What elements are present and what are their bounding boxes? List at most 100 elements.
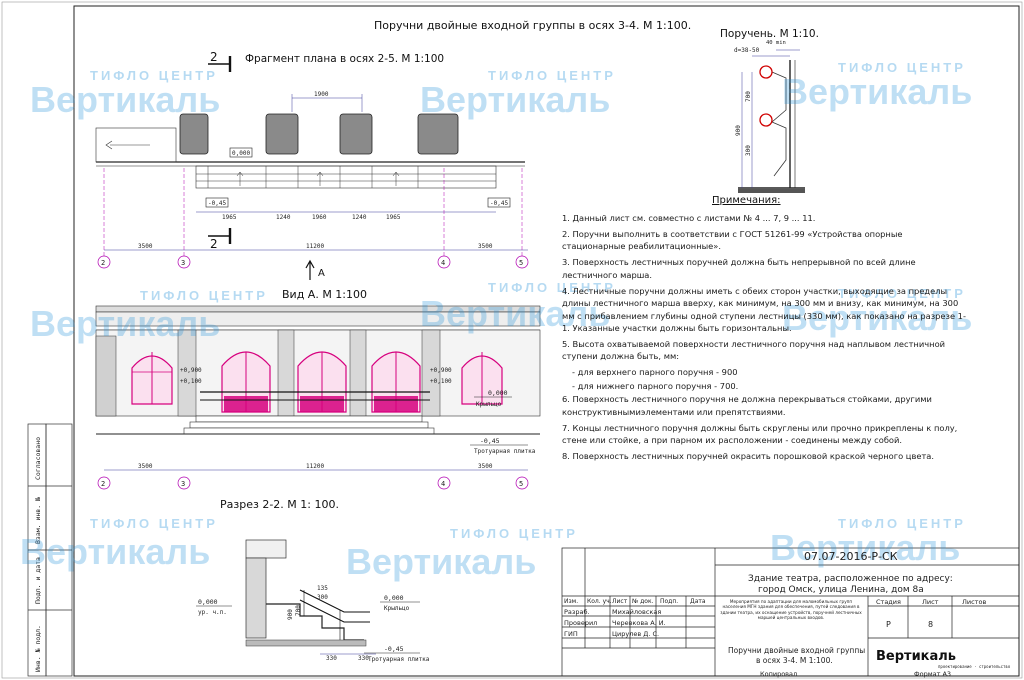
note-5: 5. Высота охватываемой поверхности лестн…	[562, 339, 946, 362]
notes-title: Примечания:	[712, 195, 781, 206]
strip-inv: Инв. № подл.	[34, 625, 42, 672]
plan-level-minus-left: -0,45	[208, 200, 226, 207]
stamp-stage-label: Стадия	[876, 598, 901, 606]
facade-ground-level: -0,45	[480, 437, 500, 445]
stamp-stage: Р	[886, 620, 891, 629]
watermarks: ТИФЛО ЦЕНТР Вертикаль ТИФЛО ЦЕНТР Вертик…	[20, 60, 972, 582]
title-block	[561, 547, 1020, 677]
strip-approved: Согласовано	[34, 437, 42, 480]
facade-axis-2: 2	[101, 480, 105, 488]
stamp-role-gip: ГИП	[564, 630, 578, 638]
stamp-hdr-sign: Подп.	[660, 598, 679, 605]
section-zero-label: Крыльцо	[384, 605, 410, 612]
plan-axis-3: 3	[181, 259, 185, 267]
facade-roof-level: 0,000	[488, 389, 508, 397]
watermark-sub-2: ТИФЛО ЦЕНТР	[488, 68, 616, 83]
stamp-drawing-name-2: в осях 3-4. М 1:100.	[756, 656, 833, 665]
section-floor-level: 0,000	[198, 598, 218, 606]
plan-level-minus-right: -0,45	[490, 200, 508, 207]
watermark-brand-9: Вертикаль	[770, 527, 960, 568]
watermark-brand-8: Вертикаль	[346, 541, 536, 582]
note-3: 3. Поверхность лестничных поручней должн…	[562, 257, 916, 280]
watermark-sub-9: ТИФЛО ЦЕНТР	[838, 516, 966, 531]
plan-dim-total: 11200	[306, 243, 324, 250]
watermark-brand-6: Вертикаль	[782, 297, 972, 338]
watermark-sub-8: ТИФЛО ЦЕНТР	[450, 526, 578, 541]
plan-dim-right: 3500	[478, 243, 493, 250]
stamp-format: Формат А3	[914, 670, 952, 678]
watermark-brand-7: Вертикаль	[20, 531, 210, 572]
stamp-object-1: Здание театра, расположенное по адресу:	[748, 574, 953, 584]
watermark-sub-4: ТИФЛО ЦЕНТР	[140, 288, 268, 303]
plan-dim-left: 3500	[138, 243, 153, 250]
watermark-sub-1: ТИФЛО ЦЕНТР	[90, 68, 218, 83]
watermark-brand-5: Вертикаль	[420, 293, 610, 334]
plan-title: Фрагмент плана в осях 2-5. М 1:100	[245, 53, 444, 65]
section-dim-700: 700	[295, 605, 302, 616]
stamp-sheets-label: Листов	[962, 598, 987, 606]
handrail-dim-upper: 700	[745, 91, 752, 102]
facade-mark-left-upper: +0,900	[180, 367, 202, 374]
section-dim-900: 900	[287, 609, 294, 620]
watermark-sub-6: ТИФЛО ЦЕНТР	[838, 286, 966, 301]
facade-ground-label: Тротуарная плитка	[474, 448, 536, 455]
plan-dim-5: 1965	[386, 214, 401, 221]
section-ground-level: -0,45	[384, 645, 404, 653]
handrail-detail: d=38-50 40 min 700 900 300	[734, 40, 805, 193]
section-title: Разрез 2-2. М 1: 100.	[220, 498, 339, 511]
section-mark-bottom: 2	[210, 237, 218, 251]
stamp-role-check: Проверил	[564, 619, 598, 627]
stamp-hdr-kol: Кол. уч.	[587, 598, 612, 605]
stamp-description: Мероприятия по адаптации для маломобильн…	[720, 599, 862, 621]
stamp-hdr-doc: № док.	[632, 598, 654, 605]
main-title: Поручни двойные входной группы в осях 3-…	[374, 19, 691, 32]
note-1: 1. Данный лист см. совместно с листами №…	[562, 213, 816, 223]
section-zero-level: 0,000	[384, 594, 404, 602]
facade-roof-label: Крыльцо	[476, 401, 502, 408]
plan-level-zero: 0,000	[232, 150, 250, 157]
facade-axis-5: 5	[519, 480, 523, 488]
stamp-name-develop: Михайловская	[612, 608, 662, 616]
plan-axis-2: 2	[101, 259, 105, 267]
plan-axis-4: 4	[441, 259, 445, 267]
facade-dim-left: 3500	[138, 463, 153, 470]
stamp-sheet-no: 8	[928, 620, 934, 629]
watermark-sub-5: ТИФЛО ЦЕНТР	[488, 280, 616, 295]
company-tag: проектирование · строительство	[938, 664, 1011, 669]
watermark-brand-1: Вертикаль	[30, 79, 220, 120]
facade-mark-left-lower: +0,100	[180, 378, 202, 385]
section-dim-330-a: 330	[326, 655, 337, 662]
strip-replace: Взам. инв. №	[34, 497, 42, 544]
facade-view: +0,900 +0,100 +0,900 +0,100 0,000 Крыльц…	[95, 305, 541, 490]
section-ground-label: Тротуарная плитка	[368, 656, 430, 663]
stamp-hdr-izm: Изм.	[564, 598, 579, 605]
stamp-hdr-date: Дата	[690, 598, 706, 605]
stamp-hdr-list: Лист	[612, 598, 628, 605]
plan-dim-2: 1240	[276, 214, 291, 221]
stamp-sheet-label: Лист	[922, 598, 939, 606]
watermark-sub-3: ТИФЛО ЦЕНТР	[838, 60, 966, 75]
facade-mark-right-upper: +0,900	[430, 367, 452, 374]
note-5-sub-2: - для нижнего парного поручня - 700.	[572, 380, 739, 391]
section-2-2: 135 300 900 700 330 330 0,000 ур. ч.п. 0…	[196, 539, 430, 663]
plan-dim-4: 1240	[352, 214, 367, 221]
facade-mark-right-lower: +0,100	[430, 378, 452, 385]
company-logo: Вертикаль проектирование · строительство	[876, 649, 1011, 669]
note-5-sub-1: - для верхнего парного поручня - 900	[572, 367, 738, 378]
left-strip: Согласовано Взам. инв. № Подп. и дата Ин…	[34, 437, 42, 672]
stamp-name-gip: Цирулев Д. С.	[612, 630, 660, 638]
plan-dim-3: 1960	[312, 214, 327, 221]
stamp-name-check: Черевкова А. И.	[612, 619, 666, 627]
handrail-d-label: d=38-50	[734, 47, 760, 54]
section-dim-330-b: 330	[358, 655, 369, 662]
view-title: Вид А. М 1:100	[282, 288, 367, 301]
view-mark-a: A	[318, 268, 325, 279]
section-mark-top: 2	[210, 50, 218, 64]
note-8: 8. Поверхность лестничных поручней окрас…	[562, 451, 934, 462]
watermark-brand-4: Вертикаль	[30, 303, 220, 344]
plan-fragment: 2 2 0,000 -0,45	[95, 50, 529, 280]
plan-dim-1: 1965	[222, 214, 237, 221]
